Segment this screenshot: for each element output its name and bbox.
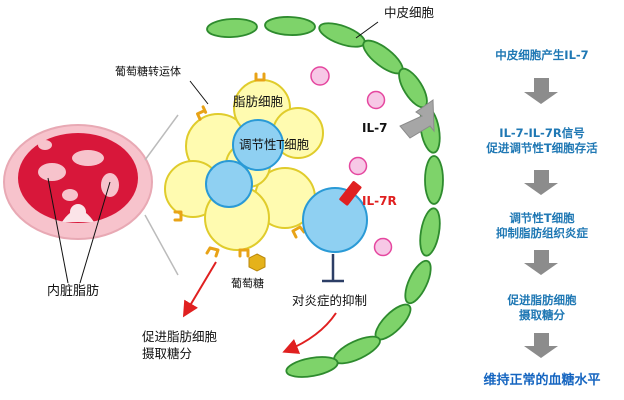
glucose-hexagon — [248, 253, 266, 272]
flow-step-5: 维持正常的血糖水平 — [462, 373, 622, 388]
visceral-fat-pointer-2 — [79, 181, 111, 284]
inflammation-suppression-label: 对炎症的抑制 — [292, 293, 368, 308]
promote-arrow-down — [282, 312, 337, 354]
flow-step-4-line-2: 摄取糖分 — [519, 308, 565, 322]
flow-arrow-4 — [524, 333, 558, 358]
glucose-transporter-label: 葡萄糖转运体 — [115, 65, 181, 78]
flow-step-4: 促进脂肪细胞 摄取糖分 — [462, 293, 622, 323]
il7-molecules — [310, 66, 393, 257]
transporter-pointer — [189, 80, 209, 105]
mesothelial-label: 中皮细胞 — [384, 5, 435, 20]
il7-secretion-arrow — [399, 99, 435, 139]
promote-uptake-line-2: 摄取糖分 — [142, 346, 193, 361]
zoom-line-bottom — [144, 214, 179, 276]
flow-arrow-3 — [524, 250, 558, 275]
flow-step-3-line-1: 调节性T细胞 — [509, 211, 575, 225]
adipocyte-label: 脂肪细胞 — [233, 94, 284, 109]
visceral-fat-label: 内脏脂肪 — [47, 284, 100, 299]
il7r-receptor — [339, 181, 362, 206]
flow-step-3: 调节性T细胞 抑制脂肪组织炎症 — [462, 211, 622, 241]
flow-step-3-line-2: 抑制脂肪组织炎症 — [496, 226, 588, 240]
il7-label: IL-7 — [362, 121, 388, 135]
treg-label: 调节性T细胞 — [239, 137, 310, 152]
glucose-label: 葡萄糖 — [231, 277, 264, 290]
promote-arrow-up — [182, 261, 217, 318]
inhibition-symbol — [322, 254, 344, 283]
flow-step-4-line-1: 促进脂肪细胞 — [507, 293, 577, 307]
il7r-label: IL-7R — [362, 194, 397, 208]
flow-arrow-1 — [524, 78, 558, 104]
zoom-line-top — [144, 114, 179, 161]
flow-step-2-line-1: IL-7-IL-7R信号 — [499, 126, 585, 140]
mesothelial-cell-chain — [206, 16, 444, 378]
flow-step-1-line-1: 中皮细胞产生IL-7 — [495, 48, 589, 62]
flow-step-5-line-1: 维持正常的血糖水平 — [483, 373, 601, 388]
glucose-transporters — [173, 72, 306, 258]
promote-uptake-label: 促进脂肪细胞 摄取糖分 — [142, 328, 217, 362]
flow-arrows — [524, 78, 558, 358]
promote-uptake-line-1: 促进脂肪细胞 — [142, 329, 218, 344]
visceral-fat-illustration — [3, 124, 153, 240]
treg-cells — [205, 119, 368, 253]
flow-step-1: 中皮细胞产生IL-7 — [462, 48, 622, 63]
flow-step-2: IL-7-IL-7R信号 促进调节性T细胞存活 — [462, 126, 622, 156]
flow-arrow-2 — [524, 170, 558, 195]
visceral-fat-pointer-1 — [47, 177, 69, 284]
mesothelial-pointer — [355, 21, 379, 39]
flow-step-2-line-2: 促进调节性T细胞存活 — [486, 141, 598, 155]
